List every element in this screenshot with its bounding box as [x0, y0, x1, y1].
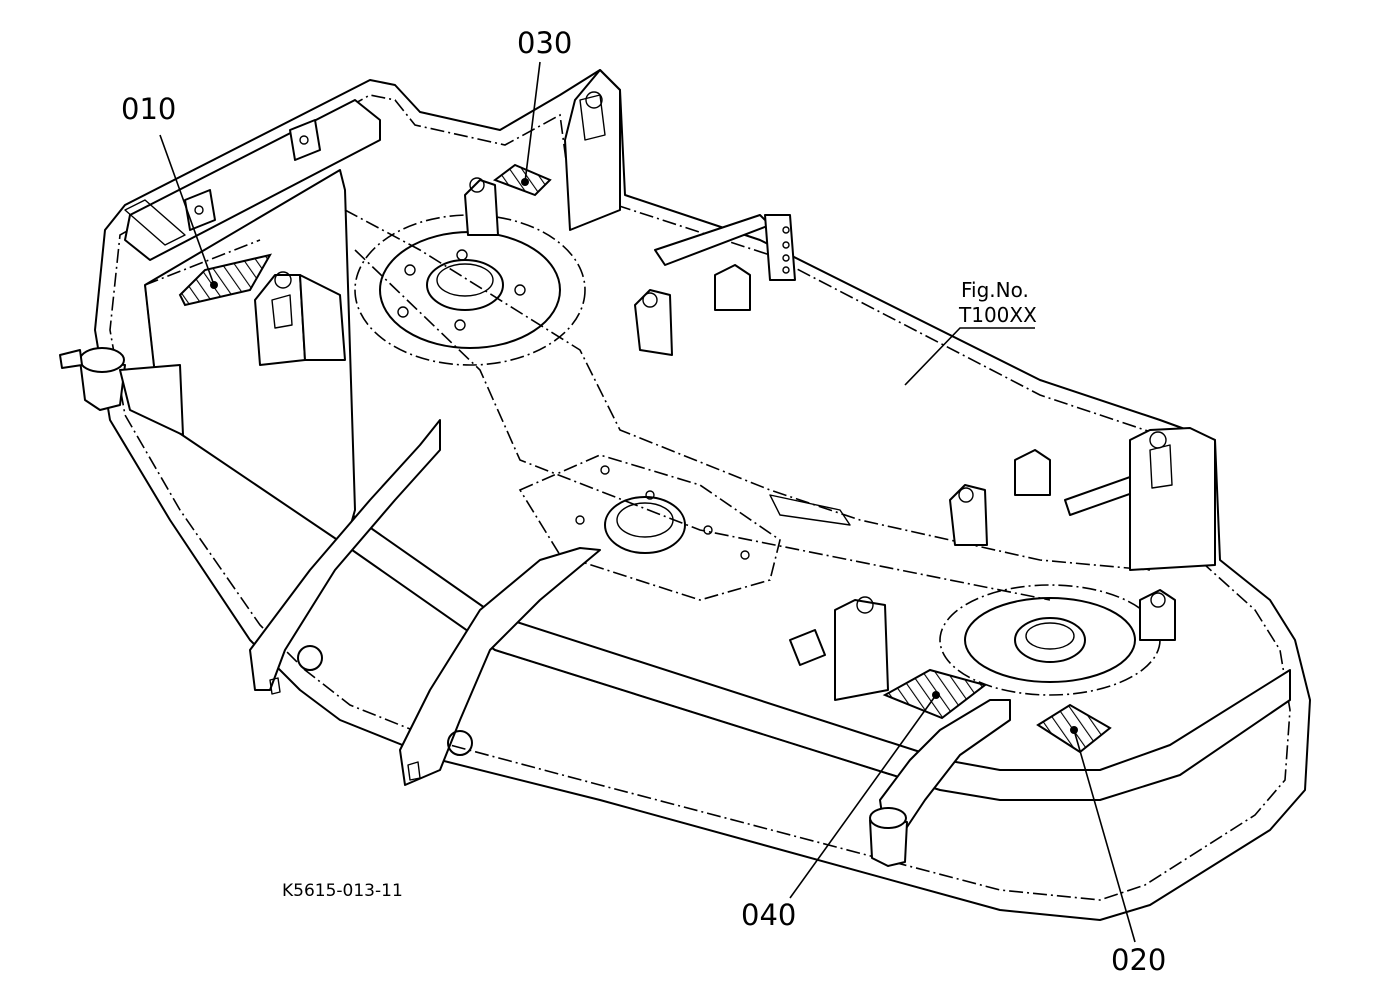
- leader-040: [789, 694, 937, 899]
- callout-010: 010: [121, 92, 176, 126]
- mower-deck-body: [94, 69, 1311, 921]
- fig-no-label: Fig.No.: [961, 278, 1029, 302]
- label-plates: [178, 163, 1112, 754]
- callout-030: 030: [517, 26, 572, 60]
- callout-labels: 010 030 040 020: [121, 26, 1166, 977]
- figure-reference: Fig.No. T100XX K5615-013-11: [282, 278, 1037, 901]
- leader-fig-no: [904, 327, 1035, 386]
- drawing-code: K5615-013-11: [282, 881, 403, 901]
- label-plate-010: [178, 253, 273, 307]
- leader-020: [1073, 729, 1136, 943]
- callout-040: 040: [741, 898, 796, 932]
- deck-brackets: [59, 69, 1216, 867]
- fig-no-number: T100XX: [958, 303, 1037, 327]
- leader-030: [524, 61, 541, 183]
- callout-020: 020: [1111, 943, 1166, 977]
- leader-lines: [159, 61, 1136, 943]
- leader-010: [159, 134, 215, 286]
